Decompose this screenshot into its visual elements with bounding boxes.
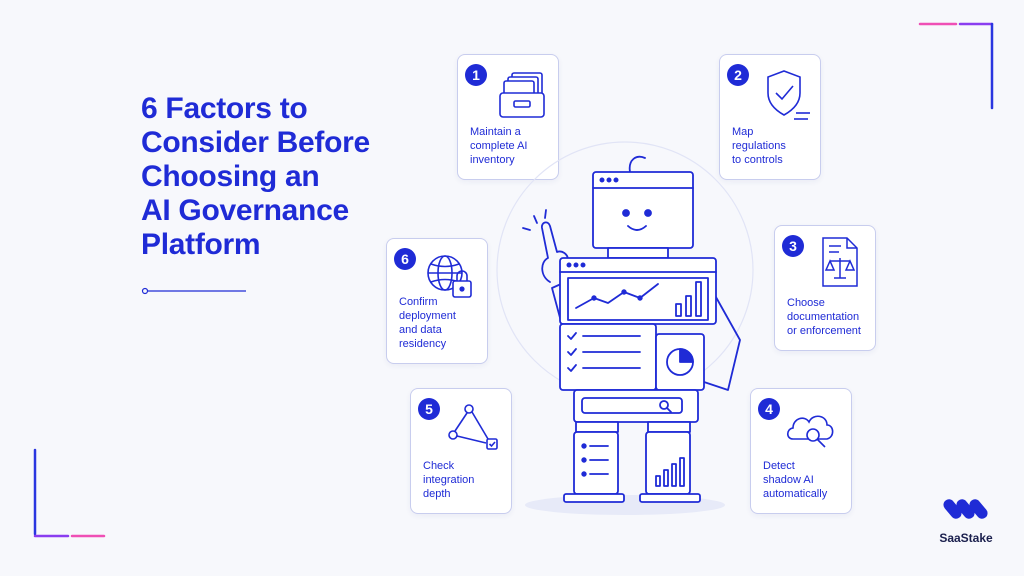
saastake-logo-icon [943,499,988,519]
step-badge: 3 [782,235,804,257]
step-badge: 2 [727,64,749,86]
title-line: Consider Before [141,126,370,159]
card-label: Detect shadow AI automatically [763,460,828,500]
shield-check-icon [767,70,810,120]
title-line: 6 Factors to [141,92,308,125]
factor-card-4: 4 Detect shadow AI automatically [750,388,852,514]
globe-lock-icon [427,255,472,298]
page-title: 6 Factors to Consider Before Choosing an… [141,92,441,262]
factor-card-1: 1 Maintain a complete AI inventory [457,54,559,180]
step-badge: 5 [418,398,440,420]
step-badge: 4 [758,398,780,420]
title-line: AI Governance [141,194,349,227]
document-scales-icon [822,237,858,287]
robot-illustration [496,141,754,515]
card-label: Choose documentation or enforcement [787,297,861,337]
file-drawer-icon [499,72,545,118]
cloud-search-icon [786,415,834,448]
factor-card-6: 6 Confirm deployment and data residency [386,238,488,364]
card-label: Maintain a complete AI inventory [470,126,528,166]
network-nodes-icon [448,404,498,450]
factor-card-5: 5 Check integration depth [410,388,512,514]
step-badge: 6 [394,248,416,270]
corner-bracket-top-right [918,22,994,110]
title-line: Choosing an [141,160,320,193]
corner-bracket-bottom-left [33,448,106,538]
factor-card-2: 2 Map regulations to controls [719,54,821,180]
card-label: Map regulations to controls [732,126,786,166]
card-label: Check integration depth [423,460,475,500]
title-underline [141,287,246,295]
brand-name: SaaStake [939,531,993,545]
brand-logo: SaaStake [938,494,994,545]
card-label: Confirm deployment and data residency [399,296,456,350]
step-badge: 1 [465,64,487,86]
factor-card-3: 3 Choose documentation or enforcement [774,225,876,351]
title-line: Platform [141,228,261,261]
